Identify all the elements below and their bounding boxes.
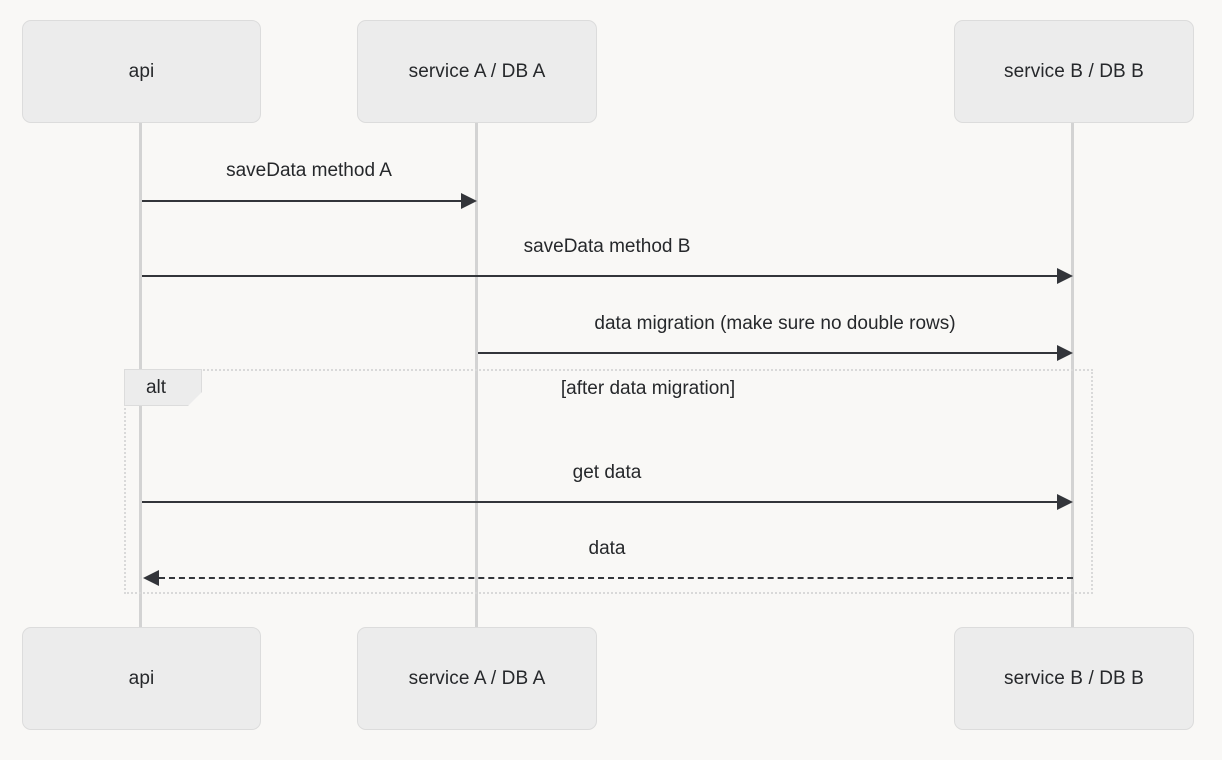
fragment-alt-condition: [after data migration] — [560, 378, 736, 399]
fragment-alt-tag-label: alt — [145, 376, 167, 398]
message-line-2 — [142, 275, 1057, 277]
message-line-5 — [159, 577, 1073, 579]
message-line-4 — [142, 501, 1057, 503]
message-arrowhead-4 — [1057, 494, 1073, 510]
participant-label-service-a-bottom: service A / DB A — [408, 667, 546, 689]
message-line-1 — [142, 200, 461, 202]
participant-box-service-a-top[interactable]: service A / DB A — [357, 20, 597, 123]
lifeline-service-a — [475, 120, 478, 632]
participant-label-service-a-top: service A / DB A — [408, 60, 546, 82]
participant-label-service-b-top: service B / DB B — [1004, 60, 1144, 82]
participant-label-service-b-bottom: service B / DB B — [1004, 667, 1144, 689]
message-line-3 — [478, 352, 1057, 354]
participant-box-api-top[interactable]: api — [22, 20, 261, 123]
participant-box-service-b-bottom[interactable]: service B / DB B — [954, 627, 1194, 730]
message-label-5: data — [588, 538, 626, 559]
participant-label-api-bottom: api — [128, 667, 155, 689]
participant-label-api-top: api — [128, 60, 155, 82]
participant-box-service-b-top[interactable]: service B / DB B — [954, 20, 1194, 123]
fragment-alt-tag: alt — [124, 369, 202, 406]
message-arrowhead-5 — [143, 570, 159, 586]
message-arrowhead-3 — [1057, 345, 1073, 361]
message-label-3: data migration (make sure no double rows… — [594, 313, 956, 334]
lifeline-service-b — [1071, 120, 1074, 632]
message-label-2: saveData method B — [523, 236, 691, 257]
message-label-1: saveData method A — [226, 160, 392, 181]
message-arrowhead-1 — [461, 193, 477, 209]
message-arrowhead-2 — [1057, 268, 1073, 284]
participant-box-service-a-bottom[interactable]: service A / DB A — [357, 627, 597, 730]
message-label-4: get data — [572, 462, 642, 483]
fragment-alt[interactable] — [124, 369, 1093, 594]
participant-box-api-bottom[interactable]: api — [22, 627, 261, 730]
